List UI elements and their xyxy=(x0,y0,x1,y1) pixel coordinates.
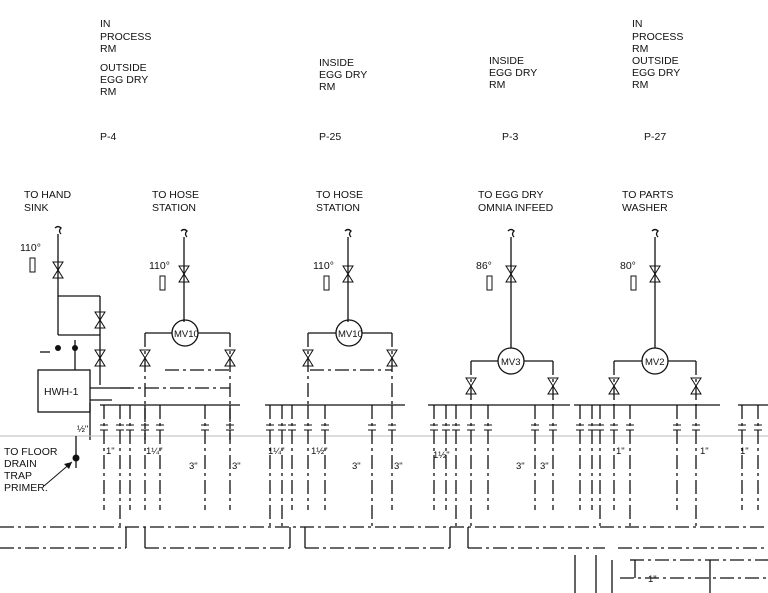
size-label: 1" xyxy=(648,574,657,585)
hand-sink-riser: HWH-1 xyxy=(37,225,130,440)
thermometer-icon xyxy=(29,257,36,273)
temp-label-3: 110° xyxy=(313,260,334,272)
area-inside-line3: RM xyxy=(319,81,335,93)
valve-icon xyxy=(94,349,106,359)
size-label: 1" xyxy=(106,446,115,457)
valve-icon xyxy=(94,311,106,321)
dest-2-line1: TO HOSE xyxy=(152,189,199,201)
parts-washer-riser: MV2 xyxy=(608,228,702,405)
hose-station-riser-1: MV10 xyxy=(120,228,236,440)
size-label: 1½" xyxy=(311,446,328,457)
mixing-valve-label: MV2 xyxy=(645,357,665,368)
area-in-line3: RM xyxy=(632,43,648,55)
size-label: 3" xyxy=(516,461,525,472)
water-heater-box xyxy=(37,369,91,413)
area-inside-line2: EGG DRY xyxy=(319,69,367,81)
balancing-valve-icon xyxy=(55,345,61,351)
floor-drain-line3: TRAP xyxy=(4,470,32,482)
area-inside-line1: INSIDE xyxy=(319,57,354,69)
dest-5-line2: WASHER xyxy=(622,202,668,214)
temp-label-5: 80° xyxy=(620,260,636,272)
header-manifold xyxy=(0,404,768,437)
balancing-valve-icon xyxy=(72,345,78,351)
break-symbol xyxy=(54,225,62,235)
dest-3-line2: STATION xyxy=(316,202,360,214)
pump-tag: P-27 xyxy=(644,131,666,143)
floor-drain-primer: TO FLOOR DRAIN TRAP PRIMER. xyxy=(4,436,80,494)
water-heater-label: HWH-1 xyxy=(44,386,79,398)
dest-5-line1: TO PARTS xyxy=(622,189,673,201)
dest-2-line2: STATION xyxy=(152,202,196,214)
floor-drain-line1: TO FLOOR xyxy=(4,446,58,458)
area-inside-line1: INSIDE xyxy=(489,55,524,67)
size-label: 3" xyxy=(189,461,198,472)
pump-tag: P-4 xyxy=(100,131,117,143)
area-in-line2: PROCESS xyxy=(100,31,151,43)
temp-label-2: 110° xyxy=(149,260,170,272)
mixing-valve-label: MV10 xyxy=(338,329,363,340)
size-label: 3" xyxy=(394,461,403,472)
omnia-infeed-riser: MV3 xyxy=(465,228,559,405)
area-inside-line2: EGG DRY xyxy=(489,67,537,79)
size-label: 1" xyxy=(616,446,625,457)
dest-4-line2: OMNIA INFEED xyxy=(478,202,554,214)
hose-station-riser-2: MV10 xyxy=(302,228,398,405)
area-in-line3: RM xyxy=(100,43,116,55)
size-label: ½" xyxy=(77,424,88,435)
size-label: 3" xyxy=(540,461,549,472)
dest-4-line1: TO EGG DRY xyxy=(478,189,544,201)
thermometer-icon xyxy=(486,275,493,291)
area-out-line1: OUTSIDE xyxy=(100,62,147,74)
bottom-mains xyxy=(0,526,768,593)
area-out-line1: OUTSIDE xyxy=(632,55,679,67)
thermometer-icon xyxy=(159,275,166,291)
area-inside-line3: RM xyxy=(489,79,505,91)
size-label: 1" xyxy=(740,446,749,457)
area-in-line1: IN xyxy=(632,18,643,30)
valve-icon xyxy=(52,261,64,271)
mixing-valve-label: MV3 xyxy=(501,357,521,368)
size-label: 3" xyxy=(232,461,241,472)
area-out-line2: EGG DRY xyxy=(632,67,680,79)
temp-label-1: 110° xyxy=(20,242,41,254)
thermometer-icon xyxy=(630,275,637,291)
branch-drops xyxy=(100,405,762,527)
thermometer-icon xyxy=(323,275,330,291)
area-label-p25: INSIDE EGG DRY RM P-25 xyxy=(319,57,367,143)
dest-1-line2: SINK xyxy=(24,202,49,214)
area-in-line2: PROCESS xyxy=(632,31,683,43)
size-label: 3" xyxy=(352,461,361,472)
size-label: 1¼" xyxy=(268,446,285,457)
size-label: 1½" xyxy=(433,450,450,461)
area-out-line3: RM xyxy=(632,79,648,91)
pump-tag: P-25 xyxy=(319,131,341,143)
area-label-p3: INSIDE EGG DRY RM P-3 xyxy=(489,55,537,143)
temp-label-4: 86° xyxy=(476,260,492,272)
size-label: 1¼" xyxy=(146,446,163,457)
size-label: 1" xyxy=(700,446,709,457)
area-out-line3: RM xyxy=(100,86,116,98)
dest-1-line1: TO HAND xyxy=(24,189,71,201)
floor-drain-line2: DRAIN xyxy=(4,458,37,470)
floor-drain-line4: PRIMER. xyxy=(4,482,48,494)
area-out-line2: EGG DRY xyxy=(100,74,148,86)
pump-tag: P-3 xyxy=(502,131,519,143)
dest-3-line1: TO HOSE xyxy=(316,189,363,201)
area-label-p4: IN PROCESS RM OUTSIDE EGG DRY RM P-4 xyxy=(100,18,151,143)
area-in-line1: IN xyxy=(100,18,111,30)
area-label-p27: IN PROCESS RM OUTSIDE EGG DRY RM P-27 xyxy=(632,18,683,143)
mixing-valve-label: MV10 xyxy=(174,329,199,340)
